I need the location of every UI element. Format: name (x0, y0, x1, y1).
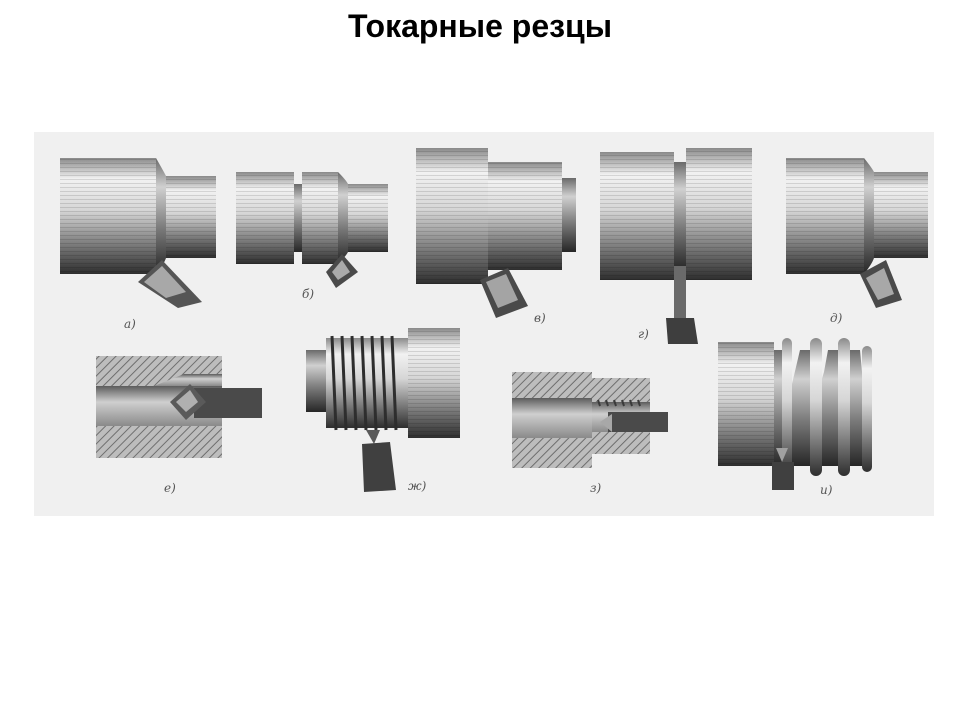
workpiece-g-cut (674, 162, 686, 270)
operation-i: и) (718, 338, 872, 497)
internal-thread-marks (597, 399, 641, 407)
tool-i-body (772, 462, 794, 490)
operation-a: а) (60, 158, 216, 331)
pulley-grooves (774, 338, 872, 476)
thread-turns (330, 335, 398, 431)
label-e: е) (164, 481, 176, 495)
tool-zh-body (362, 442, 396, 492)
operation-v: в) (416, 148, 576, 325)
workpiece-b-groove (294, 184, 302, 252)
label-zh: ж) (408, 479, 427, 493)
tool-g-blade (674, 266, 686, 322)
operation-d: д) (786, 158, 928, 325)
bore-z (512, 398, 592, 438)
lathe-tools-figure: а) б) (34, 132, 934, 516)
label-a: а) (124, 317, 136, 331)
thread-tip-z (600, 414, 612, 432)
label-b: б) (302, 287, 314, 301)
sleeve-z-bottom-right (592, 432, 650, 454)
label-i: и) (820, 483, 833, 497)
page-title: Токарные резцы (347, 8, 613, 44)
label-d: д) (830, 311, 843, 325)
thread-shaft-end (306, 350, 328, 412)
sleeve-z-top-right (592, 378, 650, 402)
operation-g: г) (600, 148, 752, 344)
sleeve-z-bottom (512, 438, 592, 468)
label-g: г) (638, 327, 649, 341)
workpiece-v-end (562, 178, 576, 252)
tool-zh-tip (366, 430, 380, 444)
operation-b: б) (236, 172, 388, 301)
operation-e: е) (96, 356, 262, 495)
boring-bar-z (608, 412, 668, 432)
label-z: з) (590, 481, 602, 495)
boring-bar-e (194, 388, 262, 418)
sleeve-z-top (512, 372, 592, 398)
tool-g-body (666, 318, 698, 344)
label-v: в) (534, 311, 546, 325)
tool-i-tip (776, 448, 788, 462)
operation-z: з) (512, 372, 668, 495)
lathe-tools-illustration: а) б) (60, 148, 928, 497)
operation-zh: ж) (306, 328, 460, 493)
sleeve-e-bottom (96, 426, 222, 458)
